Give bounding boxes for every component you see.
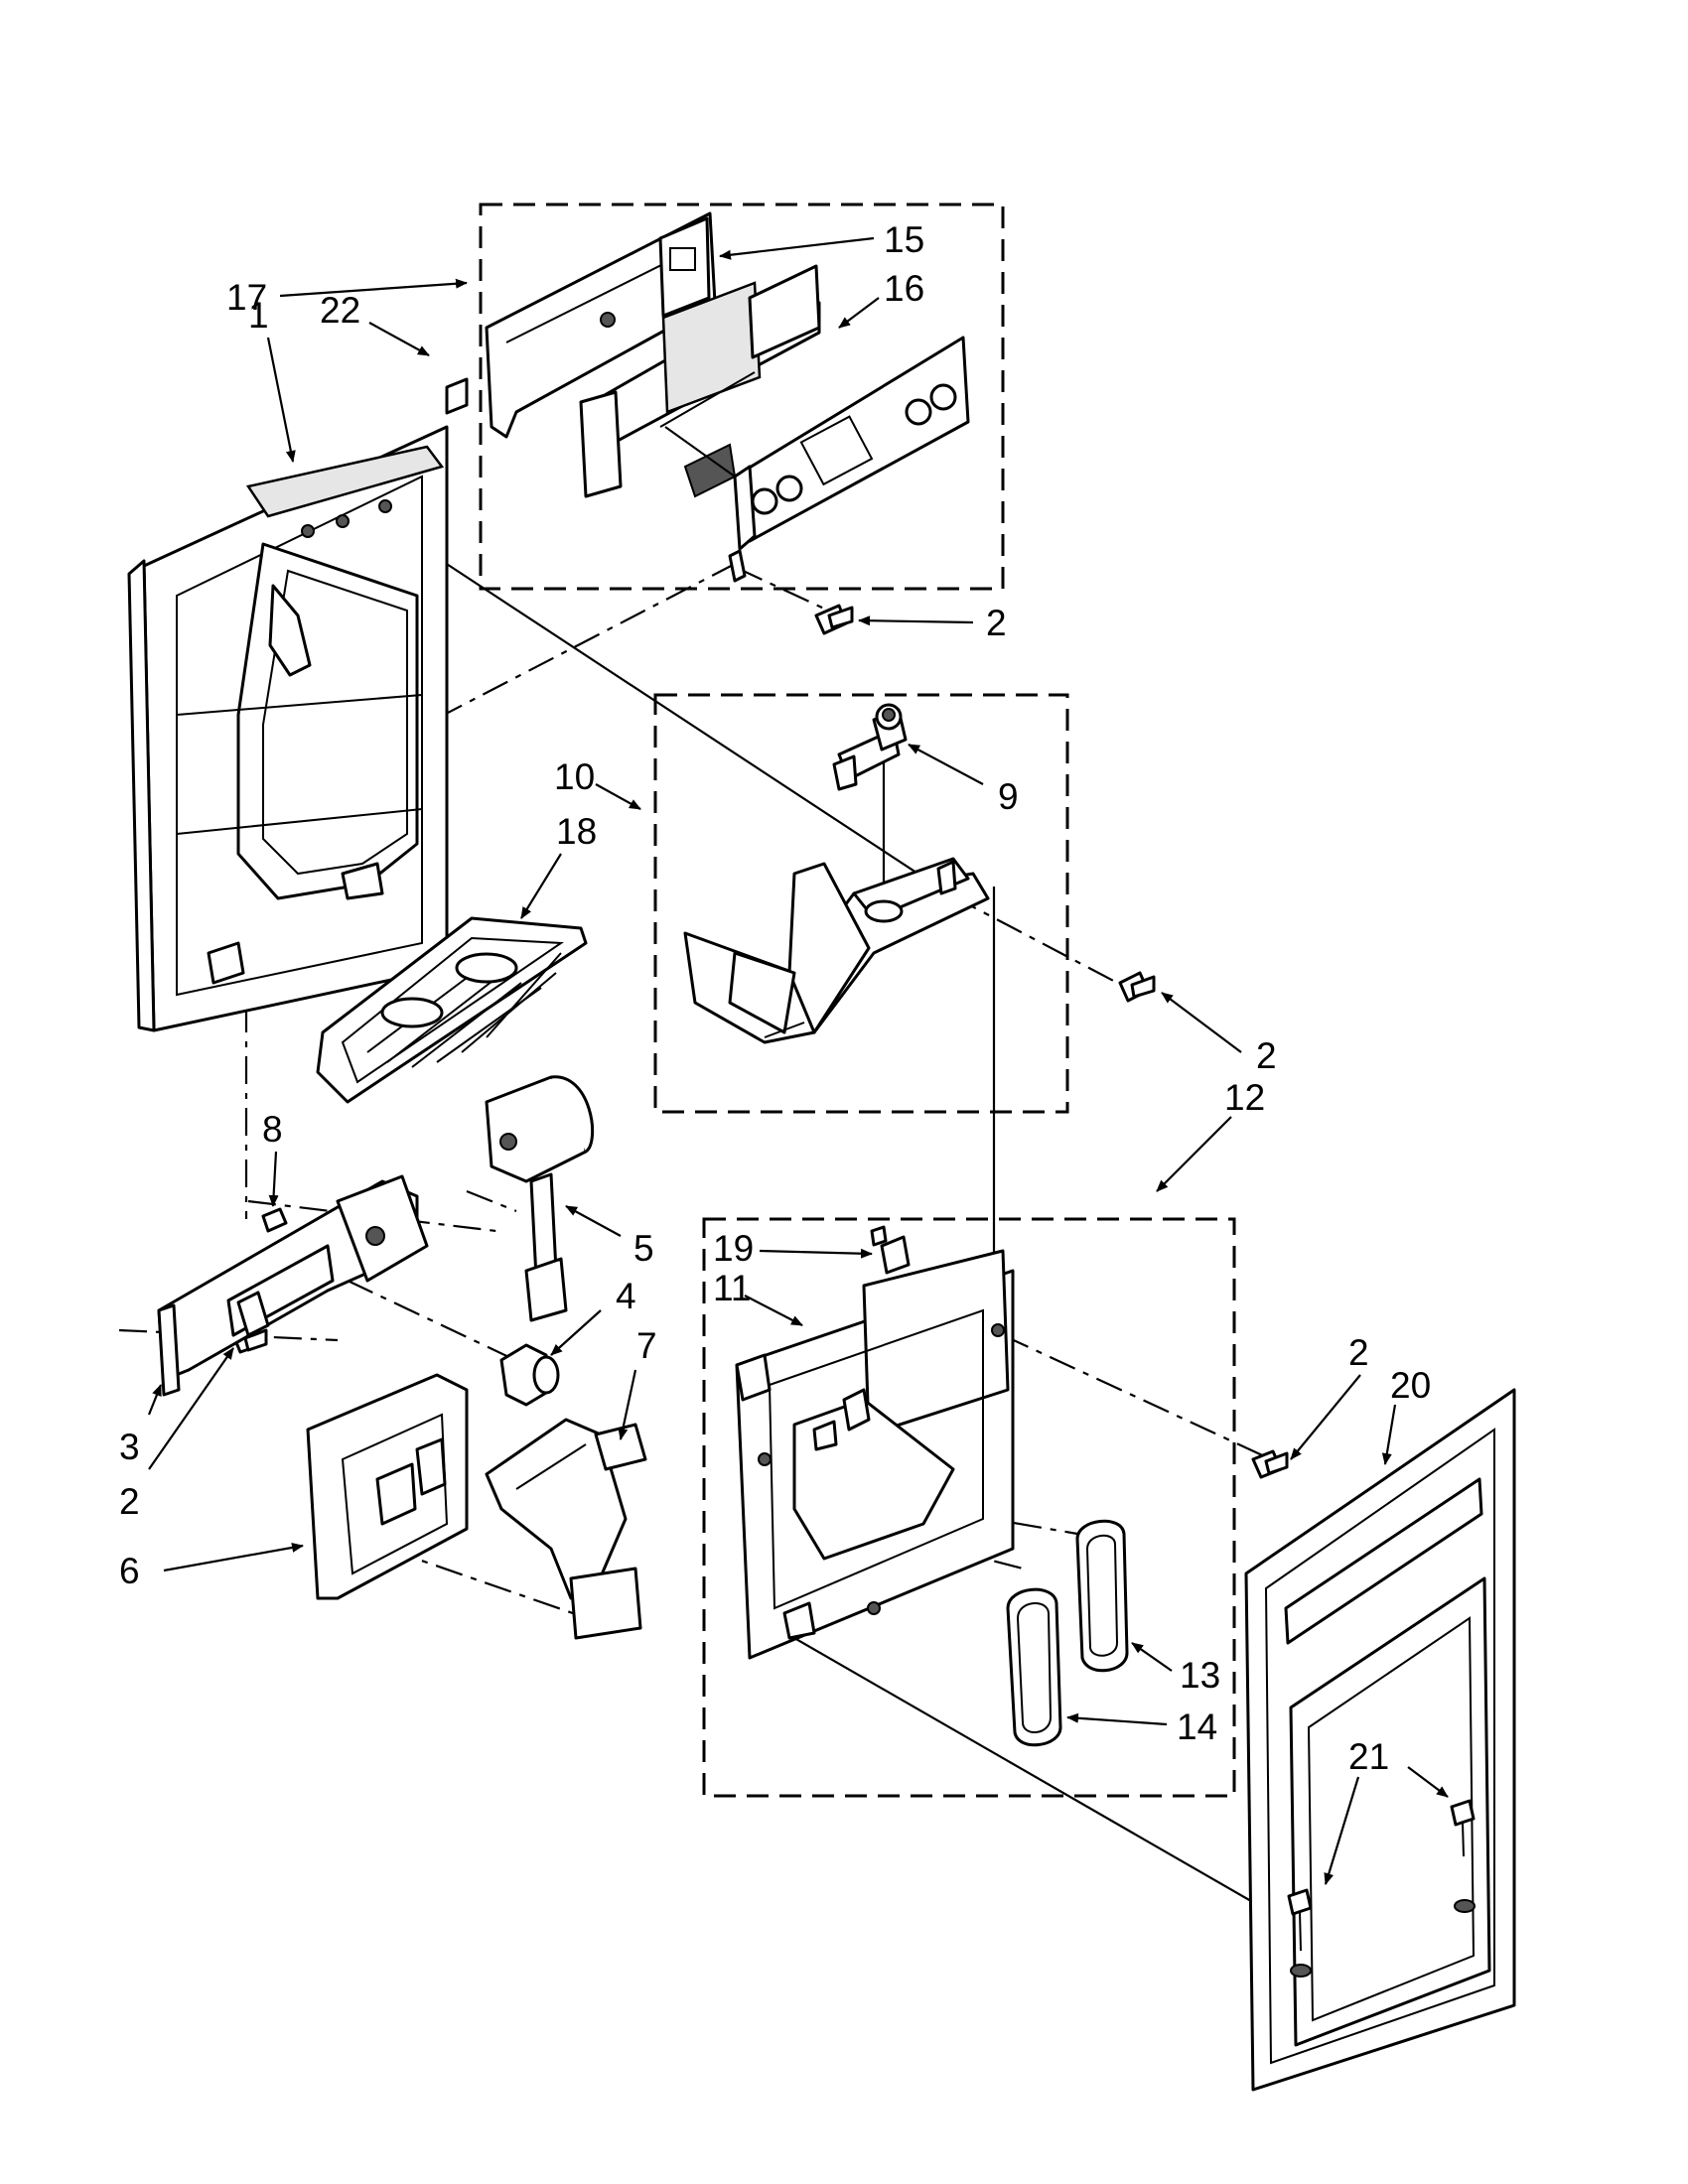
part-14-button [1006,1587,1062,1747]
assembly-box-control-panel [479,203,1005,591]
assembly-box-ice-chute [653,693,1069,1114]
assembly-box-dispenser-housing [702,1217,1236,1798]
label-16: 16 [884,268,924,309]
part-6-dispenser-paddle [306,1373,469,1600]
part-19-switch [870,1225,911,1275]
part-1-dispenser-housing [127,425,449,1032]
part-22-clip [445,377,469,415]
label-11: 11 [713,1268,751,1308]
label-4: 4 [616,1276,636,1316]
label-20: 20 [1390,1365,1431,1406]
part-5-motor [485,1075,594,1322]
part-8-screw [261,1207,288,1233]
screw-2-chute [1118,971,1156,1003]
label-1: 1 [248,295,269,336]
part-15-control-bracket [485,211,717,439]
label-5: 5 [633,1228,654,1269]
label-2-front: 2 [1348,1332,1369,1373]
label-19: 19 [713,1228,754,1269]
part-9-water-fitting [832,703,908,791]
control-panel-board-assembly [664,336,970,583]
label-22: 22 [320,290,360,331]
part-21-screws [1287,1799,1476,1952]
label-15: 15 [884,219,924,260]
label-8: 8 [262,1109,283,1150]
part-20-front-panel [1244,1388,1516,2092]
label-2-lower: 2 [119,1481,140,1522]
label-13: 13 [1180,1655,1220,1696]
label-3: 3 [119,1427,140,1467]
label-21: 21 [1348,1736,1389,1777]
screw-2-front [1251,1449,1289,1479]
label-12: 12 [1224,1077,1265,1118]
part-3-bracket [157,1174,429,1397]
part-13-button [1075,1519,1129,1673]
label-7: 7 [636,1325,657,1366]
part-7-harness [485,1418,647,1640]
label-6: 6 [119,1551,140,1591]
leader-arrows [147,236,1449,1885]
part-11-dispenser-housing [735,1249,1015,1660]
screw-2-top [814,604,854,635]
part-16-control-board [579,264,821,498]
label-2-top: 2 [986,603,1007,643]
screw-2-lower [231,1325,268,1354]
label-14: 14 [1177,1706,1217,1747]
callout-labels: 17 1 22 15 16 2 10 9 18 2 12 8 5 4 7 19 … [119,219,1431,1777]
label-17: 17 [226,277,267,318]
label-18: 18 [556,811,597,852]
label-10: 10 [554,756,595,797]
part-4-actuator [499,1343,560,1407]
label-9: 9 [998,776,1019,817]
label-2-chute: 2 [1256,1035,1277,1076]
part-18-drip-tray [316,916,588,1104]
part-10-ice-chute [683,857,990,1044]
